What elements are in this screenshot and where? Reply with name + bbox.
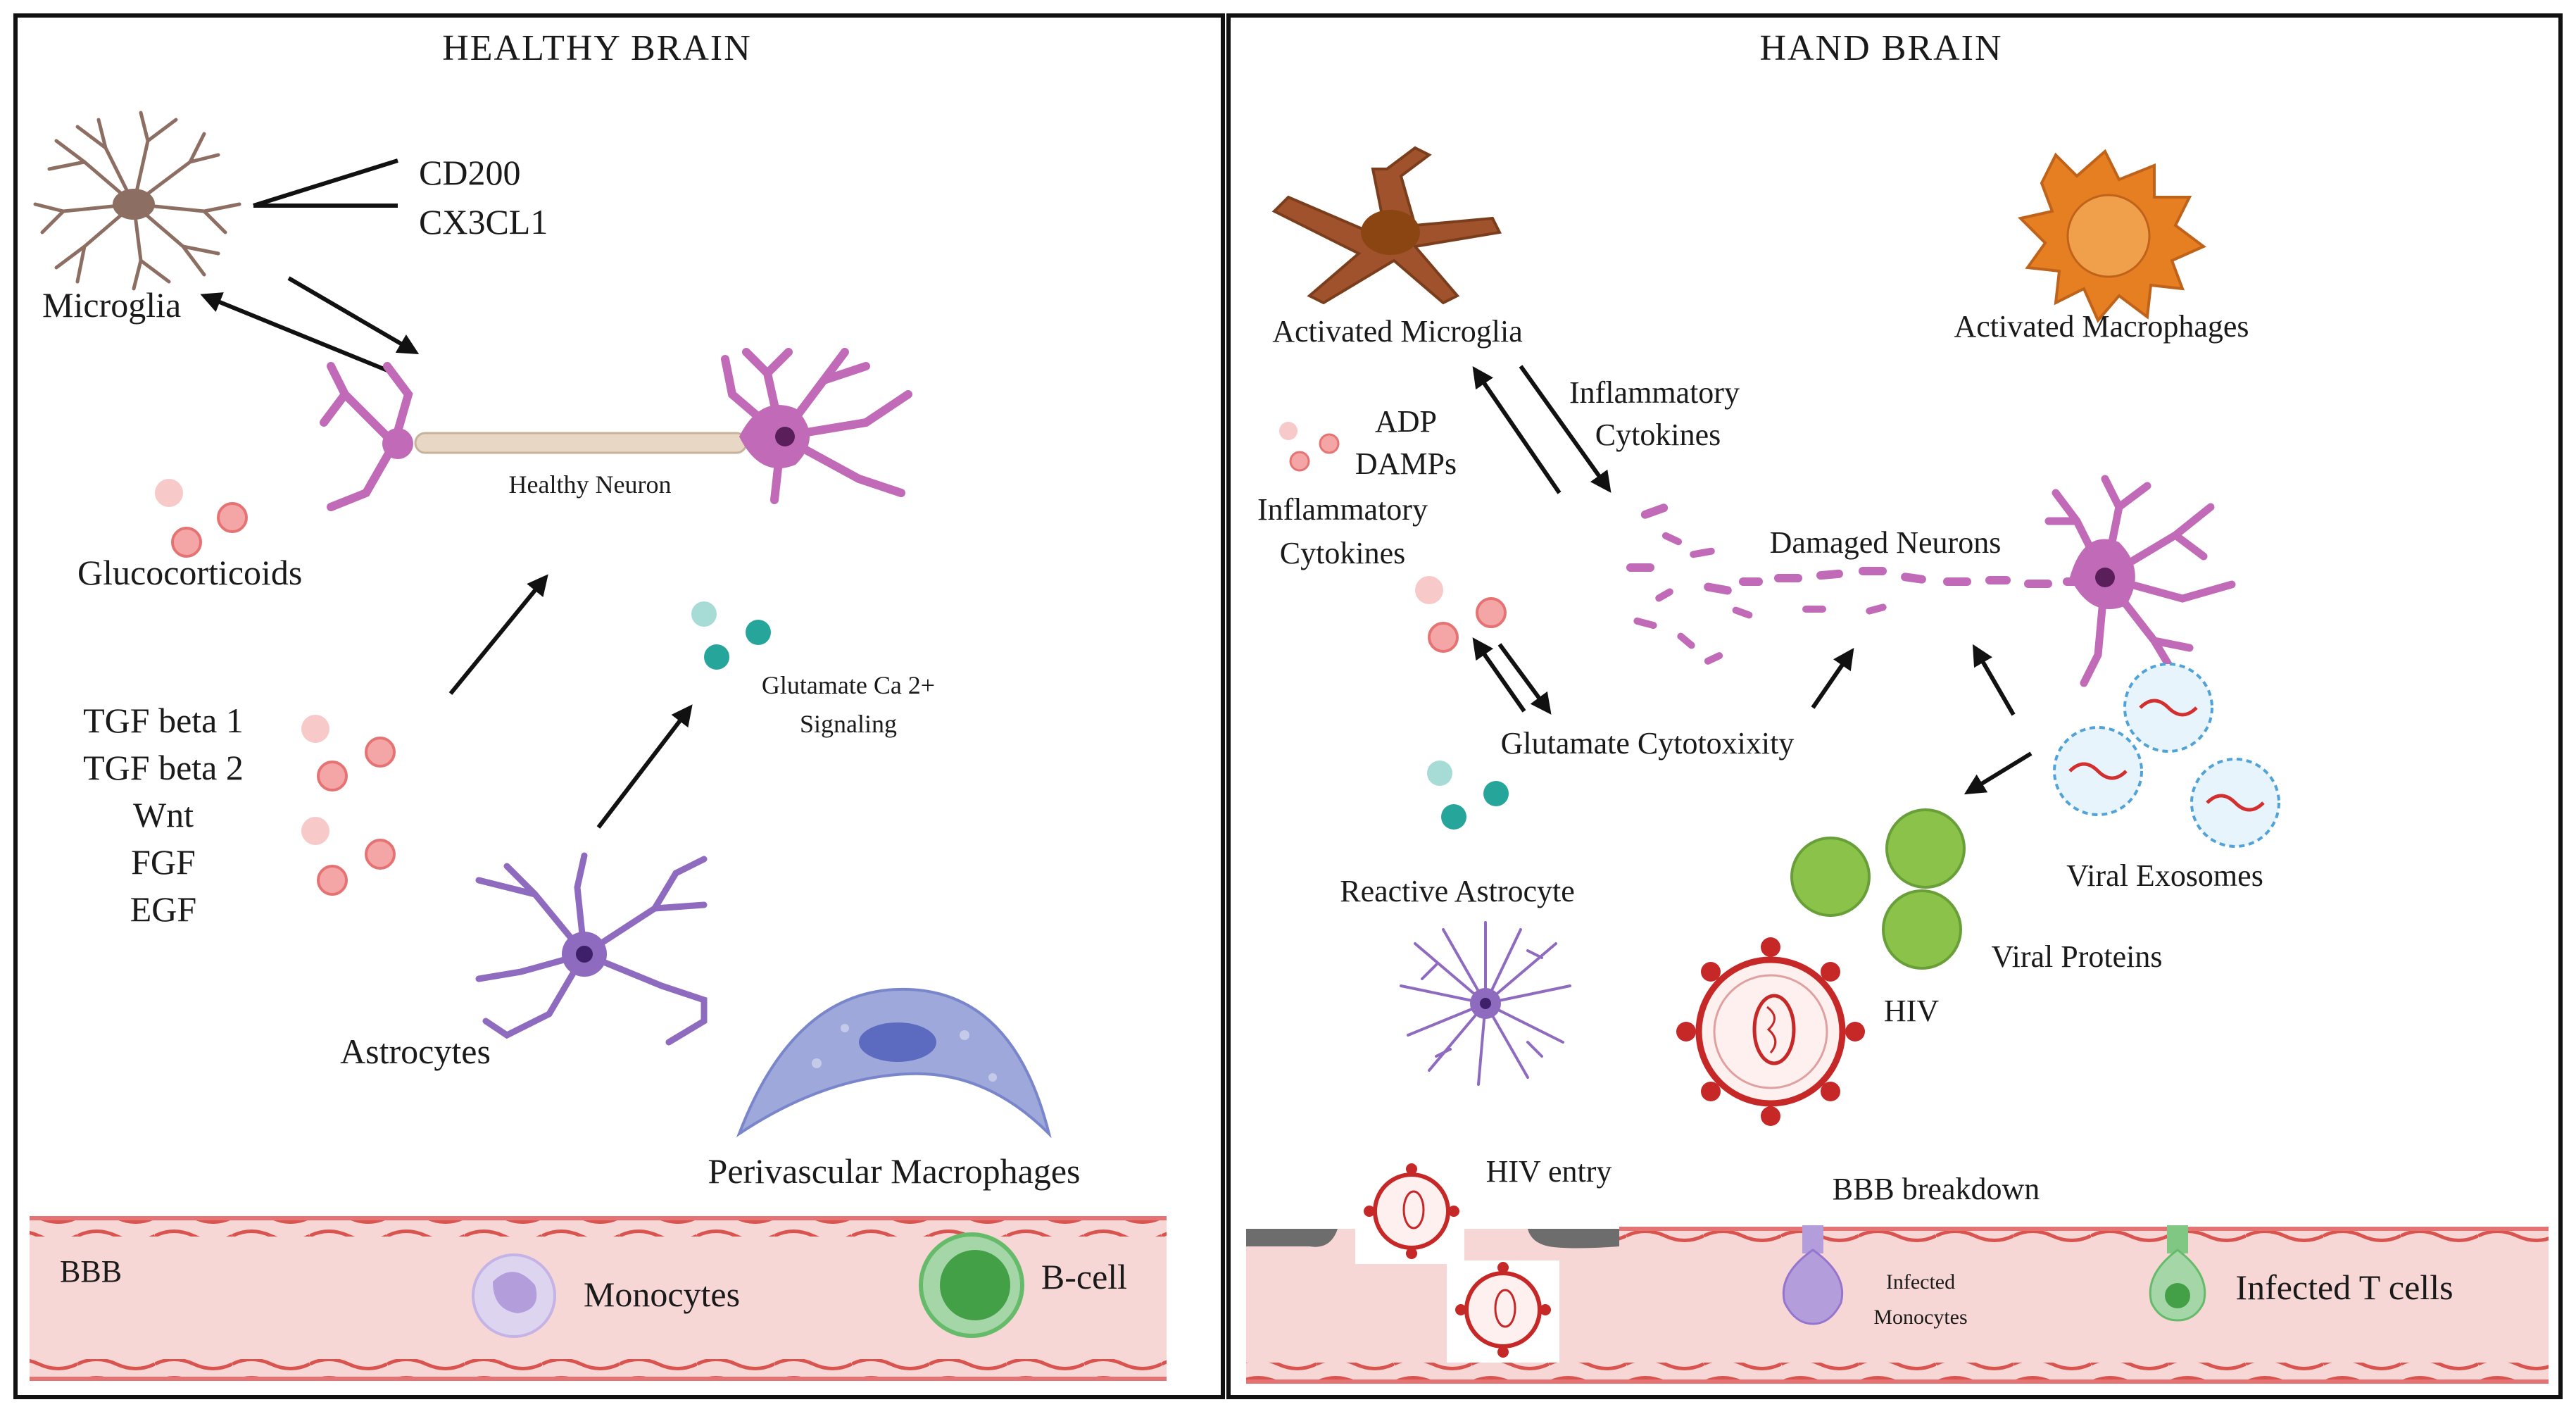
perivascular-macrophage-icon — [736, 987, 1052, 1139]
infected-t-cells-label: Infected T cells — [2235, 1268, 2453, 1307]
glutamate-signaling-label-1: Glutamate Ca 2+ — [762, 671, 935, 699]
astrocytes-label: Astrocytes — [340, 1032, 491, 1071]
factor-fgf: FGF — [131, 842, 196, 882]
inflammatory-cytokines-left-label-2: Cytokines — [1280, 536, 1405, 570]
astrocyte-icon — [475, 852, 708, 1046]
damps-label: DAMPs — [1355, 446, 1457, 481]
cd200-label: CD200 — [419, 153, 520, 192]
astrocyte-to-glutamate-arrow — [596, 704, 693, 829]
cd200-line — [253, 158, 398, 208]
infected-monocytes-label-2: Monocytes — [1873, 1306, 1967, 1329]
cytokine-dots — [1415, 576, 1507, 653]
activated-microglia-label: Activated Microglia — [1272, 314, 1523, 349]
activated-microglia-icon — [1271, 146, 1502, 305]
perivascular-macrophages-label: Perivascular Macrophages — [708, 1151, 1081, 1191]
bbb-label: BBB — [60, 1254, 122, 1289]
hiv-entry-virus-2-icon — [1447, 1260, 1559, 1363]
glutamate-to-neuron-arrow — [1811, 648, 1854, 709]
glutamate-dots-hand — [1427, 761, 1509, 830]
viral-exosomes-label: Viral Exosomes — [2066, 858, 2263, 893]
glutamate-signaling-label-2: Signaling — [800, 710, 897, 738]
factor-egf: EGF — [130, 889, 196, 929]
adp-label: ADP — [1375, 404, 1437, 439]
healthy-panel-frame — [13, 13, 1225, 1399]
activated-microglia-to-neuron-arrow — [1519, 365, 1611, 493]
hiv-entry-virus-1-icon — [1355, 1162, 1464, 1264]
damaged-neurons-label: Damaged Neurons — [1770, 525, 2002, 560]
viral-exosomes-icon — [2053, 663, 2280, 848]
cytokines-to-glutamate-arrow — [1497, 643, 1552, 715]
hiv-label: HIV — [1884, 994, 1939, 1028]
glutamate-signaling-dots — [691, 601, 771, 670]
neuron-to-microglia-arrow — [200, 292, 396, 375]
hand-panel-frame — [1226, 13, 2563, 1399]
damaged-neuron-icon — [1626, 475, 2236, 687]
viral-proteins-icon — [1790, 808, 1966, 970]
growth-factor-list: TGF beta 1 TGF beta 2 Wnt FGF EGF — [83, 701, 244, 929]
bcell-icon — [919, 1232, 1024, 1338]
hand-panel-title: HAND BRAIN — [1760, 28, 2003, 68]
microglia-label: Microglia — [42, 285, 181, 325]
exosome-to-neuron-arrow — [1972, 644, 2016, 716]
glucocorticoids-label: Glucocorticoids — [77, 553, 302, 592]
factor-tgf-beta-1: TGF beta 1 — [83, 701, 244, 740]
monocyte-icon — [472, 1253, 556, 1338]
infected-monocyte-icon — [1782, 1225, 1844, 1325]
exosome-to-proteins-arrow — [1964, 751, 2032, 795]
healthy-neuron-icon — [320, 348, 912, 511]
reactive-astrocyte-icon — [1400, 921, 1571, 1086]
inflammatory-cytokines-top-label-1: Inflammatory — [1569, 375, 1740, 410]
reactive-astrocyte-label: Reactive Astrocyte — [1340, 874, 1575, 908]
adp-damps-dots — [1279, 422, 1340, 472]
resting-microglia-icon — [33, 111, 241, 291]
factor-tgf-beta-2: TGF beta 2 — [83, 748, 244, 787]
glucocorticoid-dots — [155, 479, 248, 558]
hiv-entry-label: HIV entry — [1486, 1154, 1612, 1189]
bbb-breakdown-label: BBB breakdown — [1833, 1172, 2040, 1206]
viral-proteins-label: Viral Proteins — [1992, 939, 2163, 974]
neuron-to-activated-microglia-arrow — [1472, 366, 1562, 494]
monocytes-label: Monocytes — [584, 1275, 740, 1314]
infected-monocytes-label-1: Infected — [1886, 1270, 1955, 1294]
glutamate-cytotoxicity-label: Glutamate Cytotoxixity — [1501, 726, 1795, 761]
healthy-neuron-label: Healthy Neuron — [509, 470, 672, 499]
factors-to-neuron-arrow — [448, 574, 548, 695]
activated-macrophages-label: Activated Macrophages — [1954, 309, 2249, 344]
hiv-virus-icon — [1676, 937, 1865, 1126]
factor-wnt: Wnt — [133, 795, 194, 834]
growth-factor-dots — [301, 715, 396, 896]
bcell-label: B-cell — [1041, 1257, 1127, 1296]
inflammatory-cytokines-top-label-2: Cytokines — [1595, 418, 1721, 452]
cx3cl1-label: CX3CL1 — [419, 202, 548, 242]
microglia-to-neuron-arrow — [287, 276, 420, 355]
healthy-panel-title: HEALTHY BRAIN — [442, 28, 752, 68]
inflammatory-cytokines-left-label-1: Inflammatory — [1257, 492, 1428, 527]
activated-macrophage-icon — [2018, 149, 2206, 323]
glutamate-to-cytokines-arrow — [1472, 637, 1526, 713]
infected-t-cell-icon — [2149, 1225, 2206, 1322]
